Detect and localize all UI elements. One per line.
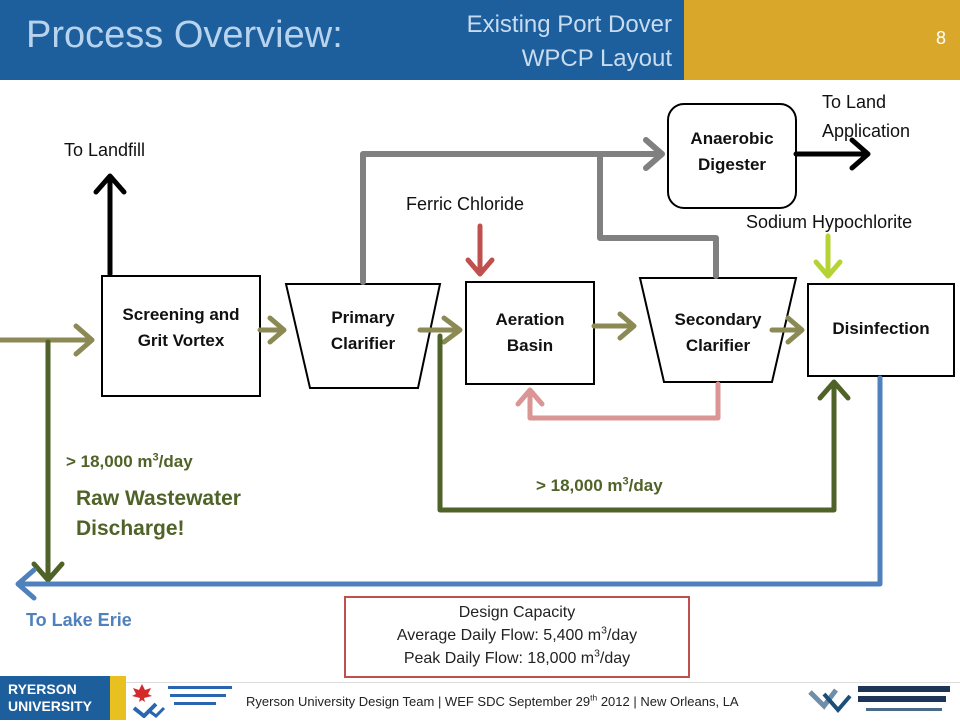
to-landfill-arrow bbox=[93, 173, 127, 277]
slide-title: Process Overview: bbox=[26, 14, 343, 56]
flow-mid-sup: 3 bbox=[622, 475, 629, 488]
ryerson-accent bbox=[110, 676, 126, 720]
bypass-flow-left-label: > 18,000 m3/day bbox=[66, 452, 193, 472]
footer-caption: Ryerson University Design Team | WEF SDC… bbox=[246, 692, 739, 709]
secondary-label-line-2: Clarifier bbox=[685, 336, 751, 355]
avg-prefix: Average Daily Flow: 5,400 m bbox=[396, 627, 602, 644]
screening-label-line-2: Grit Vortex bbox=[137, 331, 225, 350]
subtitle-line-1: Existing Port Dover bbox=[466, 11, 672, 38]
ryerson-logo-line-2: UNIVERSITY bbox=[8, 698, 93, 714]
avg-suffix: /day bbox=[606, 627, 638, 644]
page-number: 8 bbox=[935, 28, 946, 48]
aeration-label-line-1: Aeration bbox=[495, 310, 565, 329]
hypochlorite-arrow bbox=[813, 233, 843, 279]
secondary-clarifier-label: Secondary Clarifier bbox=[648, 307, 788, 359]
sodium-hypochlorite-label: Sodium Hypochlorite bbox=[746, 212, 913, 232]
design-capacity-title: Design Capacity bbox=[458, 604, 576, 621]
peak-sup: 3 bbox=[594, 648, 600, 660]
ryerson-logo: RYERSON UNIVERSITY bbox=[0, 676, 110, 720]
slide-subtitle: Existing Port Dover WPCP Layout bbox=[380, 8, 672, 76]
footer-caption-suffix: 2012 | New Orleans, LA bbox=[597, 694, 739, 709]
header-accent bbox=[684, 0, 960, 80]
screening-label-line-1: Screening and bbox=[122, 305, 240, 324]
footer-caption-prefix: Ryerson University Design Team | WEF SDC… bbox=[246, 694, 591, 709]
flow-left-sup: 3 bbox=[152, 451, 159, 464]
primary-clarifier-label: Primary Clarifier bbox=[300, 305, 426, 357]
ferric-chloride-label: Ferric Chloride bbox=[406, 194, 525, 214]
aeration-label-line-2: Basin bbox=[506, 336, 554, 355]
secondary-label-line-1: Secondary bbox=[674, 310, 762, 329]
design-capacity-box: Design Capacity Average Daily Flow: 5,40… bbox=[344, 596, 690, 678]
footer-caption-sup: th bbox=[590, 692, 598, 703]
raw-discharge-label: Raw Wastewater Discharge! bbox=[76, 484, 241, 544]
return-sludge-arrow bbox=[515, 381, 721, 421]
design-capacity-average: Average Daily Flow: 5,400 m3/day bbox=[346, 624, 688, 647]
peak-prefix: Peak Daily Flow: 18,000 m bbox=[403, 650, 595, 667]
digester-label-line-2: Digester bbox=[697, 155, 767, 174]
aeration-box bbox=[465, 281, 595, 385]
to-land-line-2: Application bbox=[822, 121, 911, 141]
sludge-lines bbox=[360, 137, 719, 285]
digester-label-line-1: Anaerobic bbox=[690, 129, 774, 148]
screening-box bbox=[101, 275, 261, 397]
avg-sup: 3 bbox=[601, 625, 607, 637]
bypass-flow-mid-label: > 18,000 m3/day bbox=[536, 476, 663, 496]
wef-logo bbox=[808, 686, 950, 714]
screening-label: Screening and Grit Vortex bbox=[102, 302, 260, 354]
subtitle-line-2: WPCP Layout bbox=[521, 45, 672, 72]
design-capacity-peak: Peak Daily Flow: 18,000 m3/day bbox=[346, 647, 688, 670]
ryerson-logo-line-1: RYERSON bbox=[8, 681, 77, 697]
footer-bar bbox=[0, 682, 960, 721]
secondary-clarifier-shape bbox=[638, 277, 798, 383]
bypass-lines bbox=[31, 333, 851, 583]
primary-label-line-1: Primary bbox=[331, 308, 395, 327]
weao-logo bbox=[132, 684, 232, 718]
to-land-line-1: To Land bbox=[822, 92, 887, 112]
primary-label-line-2: Clarifier bbox=[330, 334, 396, 353]
peak-suffix: /day bbox=[599, 650, 631, 667]
to-landfill-label: To Landfill bbox=[64, 140, 146, 160]
to-land-application-arrow bbox=[793, 137, 871, 171]
effluent-line bbox=[15, 375, 883, 601]
primary-clarifier-shape bbox=[284, 283, 442, 389]
flow-left-suffix: /day bbox=[158, 452, 193, 471]
raw-discharge-line-1: Raw Wastewater bbox=[76, 487, 241, 510]
to-lake-erie-label: To Lake Erie bbox=[26, 610, 132, 630]
flow-mid-prefix: > 18,000 m bbox=[536, 476, 623, 495]
ferric-chloride-arrow bbox=[465, 223, 495, 277]
aeration-label: Aeration Basin bbox=[466, 307, 594, 359]
to-land-application-label: To Land Application bbox=[822, 88, 910, 146]
disinfection-label: Disinfection bbox=[808, 316, 954, 342]
influent-flow-arrows bbox=[0, 311, 805, 357]
flow-left-prefix: > 18,000 m bbox=[66, 452, 153, 471]
raw-discharge-line-2: Discharge! bbox=[76, 517, 185, 540]
disinfection-label-text: Disinfection bbox=[832, 319, 930, 338]
flow-mid-suffix: /day bbox=[628, 476, 663, 495]
digester-label: Anaerobic Digester bbox=[668, 126, 796, 178]
